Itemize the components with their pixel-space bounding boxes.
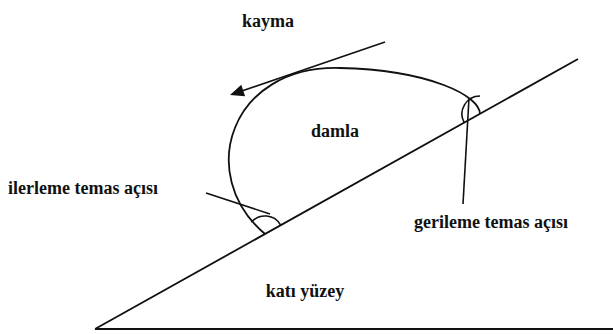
text-holder: katı yüzey	[266, 281, 345, 303]
label-holder: gerileme temas açısı	[414, 212, 568, 234]
leader-line	[463, 98, 469, 204]
text-holder: damla	[311, 121, 359, 143]
slide-arrow-shaft	[236, 42, 385, 93]
label-holder: ilerleme temas açısı	[8, 178, 158, 200]
angle-label: ilerleme temas açısı	[8, 178, 158, 200]
shape-outline-path	[229, 68, 480, 234]
motion-label: kayma	[242, 11, 294, 33]
shape-outline-path	[95, 59, 613, 329]
node-text: damla	[311, 121, 359, 143]
angle-label: gerileme temas açısı	[414, 212, 568, 234]
leader-line	[206, 193, 270, 214]
droplet: damla	[222, 62, 484, 238]
node-text: katı yüzey	[266, 281, 345, 303]
slide-arrow-head	[230, 85, 245, 96]
advancing-angle-arc	[251, 216, 280, 225]
solid-surface: katı yüzey	[95, 58, 578, 330]
receding-angle-arc	[462, 96, 480, 123]
label-holder: kayma	[242, 11, 294, 33]
